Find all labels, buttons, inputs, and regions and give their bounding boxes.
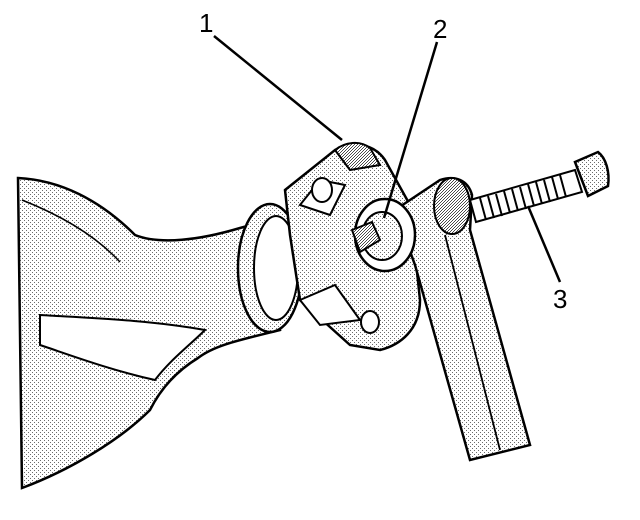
leader-line-1 — [213, 35, 343, 141]
leader-line-2 — [382, 41, 439, 219]
yoke-bracket — [283, 142, 422, 352]
leader-line-3 — [526, 205, 562, 283]
callout-label-3: 3 — [553, 284, 568, 314]
callout-label-2: 2 — [433, 14, 448, 44]
transmission-housing — [16, 176, 282, 490]
forcing-screw — [468, 150, 610, 224]
callout-label-1: 1 — [199, 8, 214, 38]
puller-arm — [393, 176, 532, 462]
center-nut — [350, 197, 417, 273]
